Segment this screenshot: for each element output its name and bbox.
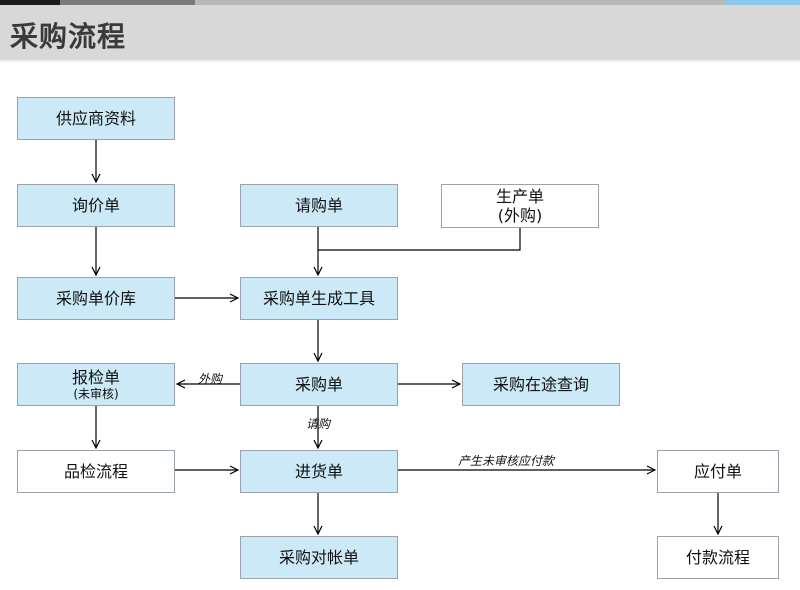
node-label: 采购单生成工具 bbox=[262, 289, 375, 308]
node-label: 采购单 bbox=[294, 375, 343, 394]
node-payable: 应付单 bbox=[657, 450, 779, 493]
node-goods-receipt: 进货单 bbox=[240, 450, 398, 493]
edge-label-unaudited-payable: 产生未审核应付款 bbox=[458, 454, 556, 468]
node-sublabel: (未审核) bbox=[73, 387, 119, 401]
node-po-generator: 采购单生成工具 bbox=[240, 277, 398, 320]
node-label: 请购单 bbox=[294, 196, 343, 215]
node-label: 采购对帐单 bbox=[278, 548, 359, 567]
node-supplier-info: 供应商资料 bbox=[17, 97, 175, 140]
node-reconciliation: 采购对帐单 bbox=[240, 536, 398, 579]
edge-label-requisition: 请购 bbox=[306, 417, 332, 431]
node-label: 付款流程 bbox=[685, 548, 750, 567]
top-accent-bar bbox=[0, 0, 800, 5]
node-label: 询价单 bbox=[71, 196, 120, 215]
node-label: 生产单 bbox=[495, 187, 544, 206]
node-label: 应付单 bbox=[693, 462, 742, 481]
node-inquiry: 询价单 bbox=[17, 184, 175, 227]
node-label: 进货单 bbox=[294, 462, 343, 481]
node-purchase-request: 请购单 bbox=[240, 184, 398, 227]
node-quality-inspection: 品检流程 bbox=[17, 450, 175, 493]
node-purchase-price-list: 采购单价库 bbox=[17, 277, 175, 320]
node-purchase-order: 采购单 bbox=[240, 363, 398, 406]
node-label: 采购单价库 bbox=[55, 289, 136, 308]
node-sublabel: (外购) bbox=[497, 206, 543, 225]
node-label: 采购在途查询 bbox=[492, 375, 589, 394]
page-title: 采购流程 bbox=[10, 20, 127, 53]
node-in-transit-query: 采购在途查询 bbox=[462, 363, 620, 406]
edge-production-to-generator bbox=[318, 228, 521, 251]
node-production-order: 生产单 (外购) bbox=[441, 184, 599, 228]
header: 采购流程 bbox=[0, 5, 800, 62]
node-inspection-report: 报检单 (未审核) bbox=[17, 363, 175, 406]
node-label: 报检单 bbox=[71, 368, 120, 387]
node-label: 品检流程 bbox=[63, 462, 128, 481]
node-label: 供应商资料 bbox=[55, 109, 136, 128]
node-payment-process: 付款流程 bbox=[657, 536, 779, 579]
edge-label-outsourced: 外购 bbox=[198, 372, 224, 386]
